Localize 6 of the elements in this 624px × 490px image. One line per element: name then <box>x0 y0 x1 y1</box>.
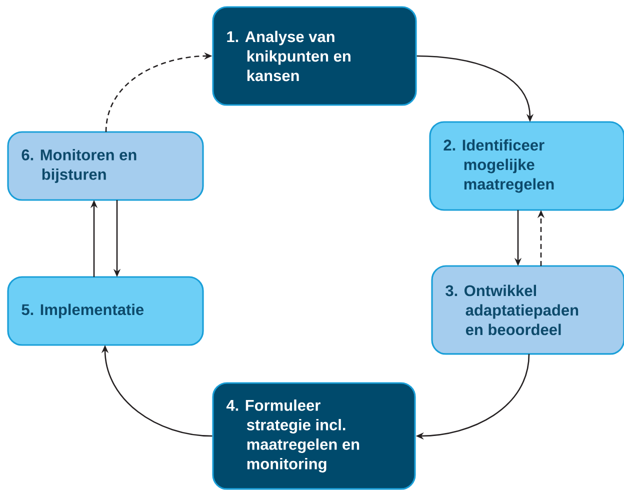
step-box: 5. Implementatie <box>7 276 204 346</box>
step-box: 6. Monitoren en bijsturen <box>7 131 204 201</box>
step-box: 4. Formuleer strategie incl. maatregelen en monitoring <box>212 382 416 490</box>
step-box: 2. Identificeer mogelijke maatregelen <box>429 121 624 211</box>
step-box: 3. Ontwikkel adaptatiepaden en beoordeel <box>431 265 624 355</box>
step-box: 1. Analyse van knikpunten en kansen <box>212 6 417 106</box>
